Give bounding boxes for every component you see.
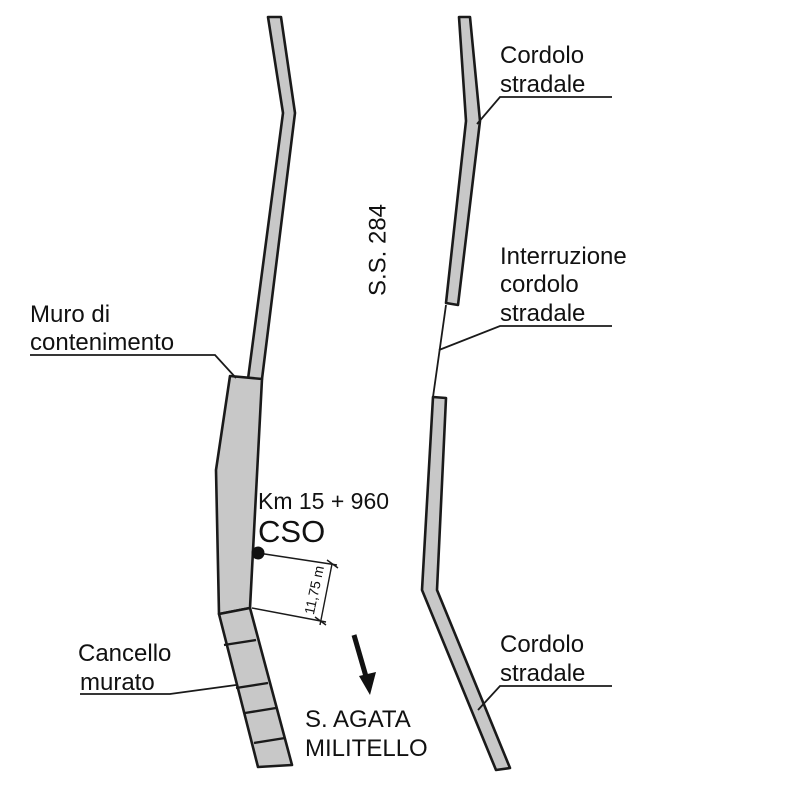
point-code: CSO (258, 514, 325, 549)
label-interruzione-1: Interruzione (500, 243, 627, 270)
right-kerb-upper (444, 15, 482, 307)
label-cordolo-top-2: stradale (500, 71, 585, 98)
leader-interruzione (438, 325, 612, 351)
right-kerb-lower (420, 395, 512, 772)
leader-muro (30, 354, 237, 379)
gate-division (253, 736, 286, 745)
label-cordolo-bottom-2: stradale (500, 660, 585, 687)
label-interruzione-3: stradale (500, 300, 585, 327)
left-kerb-upper (246, 15, 297, 381)
leader-cordolo-bottom (477, 685, 612, 711)
label-interruzione-2: cordolo (500, 271, 579, 298)
distance-dimension (251, 552, 339, 626)
gate-division (244, 706, 277, 715)
leader-cordolo-top (476, 96, 612, 125)
label-cordolo-bottom-1: Cordolo (500, 631, 584, 658)
cso-point-marker (251, 546, 265, 560)
label-muro-1: Muro di (30, 301, 110, 328)
direction-arrow-icon (351, 634, 376, 695)
label-cordolo-top-1: Cordolo (500, 42, 584, 69)
label-cancello-2: murato (80, 669, 155, 696)
point-km: Km 15 + 960 (258, 488, 389, 514)
label-muro-2: contenimento (30, 329, 174, 356)
retaining-wall (214, 374, 264, 616)
gate-division (223, 638, 257, 647)
direction-line-1: S. AGATA (305, 706, 411, 733)
direction-line-2: MILITELLO (305, 735, 428, 762)
leader-cancello (80, 684, 237, 695)
gate-division (235, 681, 269, 690)
road-name: S.S. 284 (365, 204, 392, 296)
kerb-interruption-edge (432, 304, 447, 398)
walled-gate (217, 606, 294, 769)
label-cancello-1: Cancello (78, 640, 171, 667)
